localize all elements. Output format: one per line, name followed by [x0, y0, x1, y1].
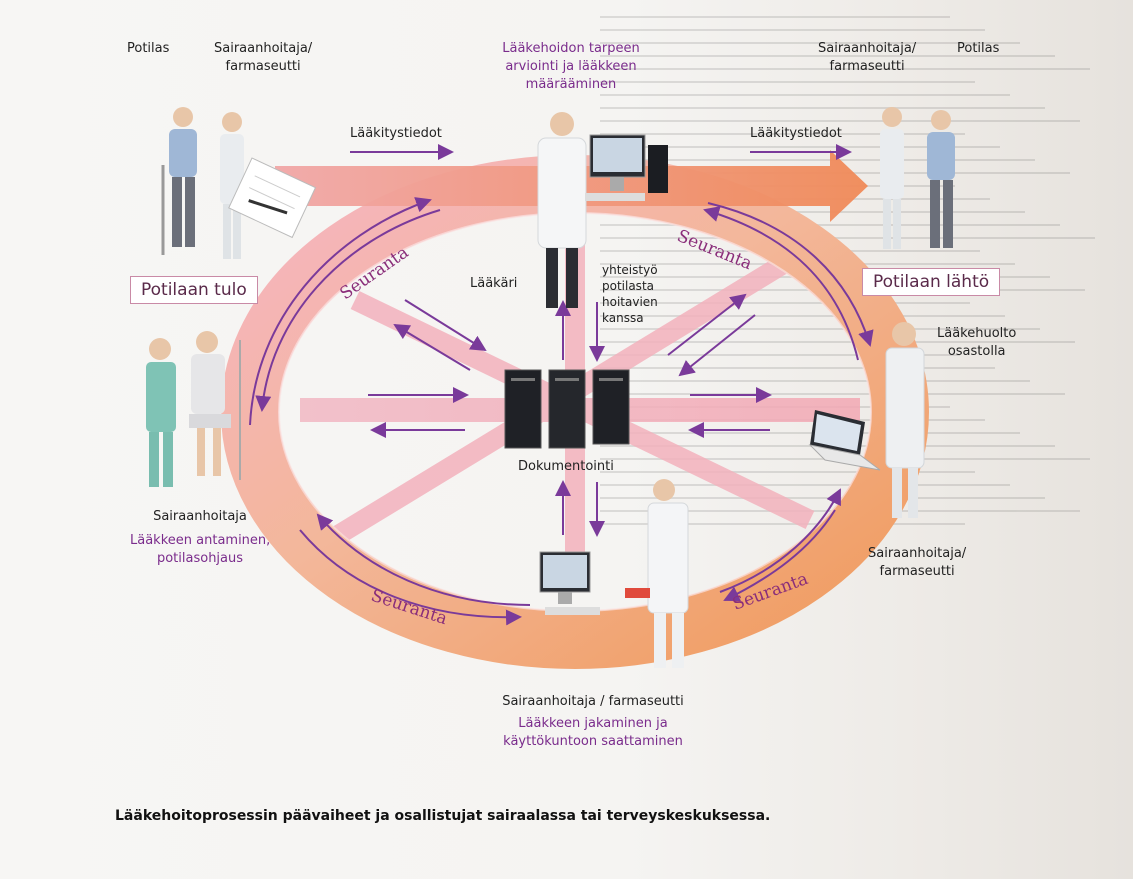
nurse-left-label: Sairaanhoitaja/ farmaseutti: [214, 40, 312, 76]
prescription-label: Lääkehoidon tarpeen arviointi ja lääkkee…: [501, 40, 641, 94]
prescription-label-line1: Lääkehoidon tarpeen: [501, 40, 641, 58]
administration-role: Sairaanhoitaja: [130, 508, 270, 526]
nurse-right-label-line1: Sairaanhoitaja/: [818, 40, 916, 58]
ward-supply-label-line1: Lääkehuolto: [937, 325, 1016, 343]
nurse-left-label-line1: Sairaanhoitaja/: [214, 40, 312, 58]
ward-supply-label: Lääkehuolto osastolla: [937, 325, 1016, 361]
figure-caption: Lääkehoitoprosessin päävaiheet ja osalli…: [115, 808, 770, 824]
patient-figure: [163, 107, 197, 255]
nurse-figure-right-top: [880, 107, 904, 249]
administration-label: Sairaanhoitaja Lääkkeen antaminen, potil…: [130, 508, 270, 568]
prescription-label-line3: määrääminen: [501, 76, 641, 94]
nurse-right-label: Sairaanhoitaja/ farmaseutti: [818, 40, 916, 76]
cooperation-label: yhteistyö potilasta hoitavien kanssa: [602, 262, 658, 326]
server-icon: [505, 370, 629, 448]
cooperation-label-line2: potilasta: [602, 278, 658, 294]
nurse-bottom-right-label: Sairaanhoitaja/ farmaseutti: [868, 545, 966, 581]
cooperation-label-line3: hoitavien: [602, 294, 658, 310]
administration-line2: potilasohjaus: [130, 550, 270, 568]
dispensing-line2: käyttökuntoon saattaminen: [478, 733, 708, 751]
medinfo-right-label: Lääkitystiedot: [750, 125, 842, 143]
nurse-figure-admin: [146, 338, 176, 487]
dispensing-role: Sairaanhoitaja / farmaseutti: [478, 693, 708, 711]
dispensing-label: Sairaanhoitaja / farmaseutti Lääkkeen ja…: [478, 693, 708, 751]
computer-monitor-icon-bottom: [540, 552, 600, 615]
nurse-bottom-right-line2: farmaseutti: [868, 563, 966, 581]
nurse-left-label-line2: farmaseutti: [214, 58, 312, 76]
discharge-box: Potilaan lähtö: [862, 268, 1000, 296]
nurse-right-label-line2: farmaseutti: [818, 58, 916, 76]
documentation-label: Dokumentointi: [518, 458, 614, 476]
patient-figure-right: [927, 110, 955, 248]
cooperation-label-line4: kanssa: [602, 310, 658, 326]
patient-right-label: Potilas: [957, 40, 999, 58]
cooperation-label-line1: yhteistyö: [602, 262, 658, 278]
medinfo-left-label: Lääkitystiedot: [350, 125, 442, 143]
nurse-bottom-right-line1: Sairaanhoitaja/: [868, 545, 966, 563]
dispensing-line1: Lääkkeen jakaminen ja: [478, 715, 708, 733]
prescription-label-line2: arviointi ja lääkkeen: [501, 58, 641, 76]
admission-box: Potilaan tulo: [130, 276, 258, 304]
administration-line1: Lääkkeen antaminen,: [130, 532, 270, 550]
patient-left-label: Potilas: [127, 40, 169, 58]
ward-supply-label-line2: osastolla: [937, 343, 1016, 361]
doctor-label: Lääkäri: [470, 275, 517, 293]
